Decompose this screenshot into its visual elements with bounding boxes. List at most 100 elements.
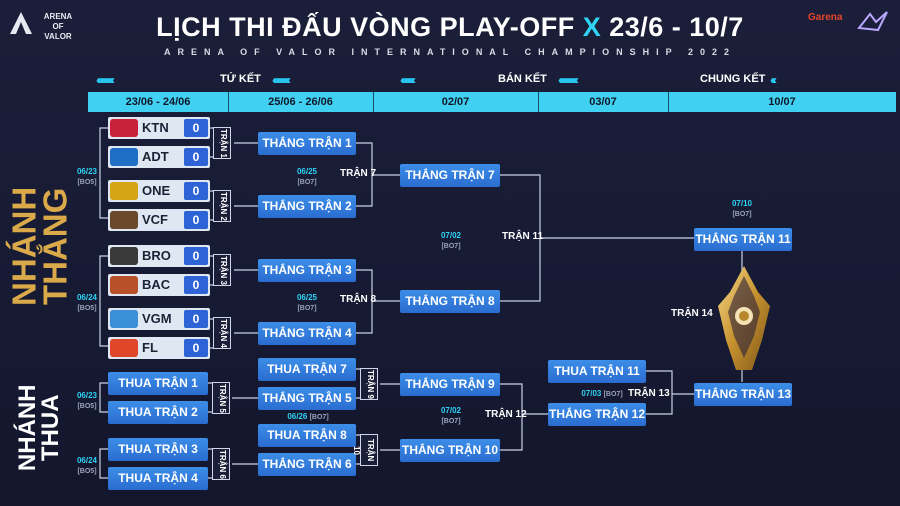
title-dates: 23/6 - 10/7 [609, 12, 744, 42]
match-label-12: TRẬN 12 [485, 409, 527, 420]
schedule-date: 06/23 [76, 167, 98, 176]
team-score: 0 [184, 211, 208, 229]
schedule-date: 07/10 [731, 199, 753, 208]
schedule-date: 06/25 [296, 167, 318, 176]
team-slot: ADT 0 [108, 146, 210, 168]
schedule-date: 07/03 [581, 389, 602, 398]
trophy-icon [714, 262, 774, 374]
match-label-9: TRẬN 9 [360, 368, 378, 400]
match-label-7: TRẬN 7 [340, 168, 377, 179]
box-loser-match-8: THUA TRẬN 8 [258, 424, 356, 447]
schedule-bo: [BO7] [297, 179, 317, 186]
schedule-date: 06/24 [76, 456, 98, 465]
box-winner-match-5: THẮNG TRẬN 5 [258, 387, 356, 410]
date-cell: 25/06 - 26/06 [228, 92, 374, 112]
schedule-bo: [BO7] [441, 243, 461, 250]
team-name: VCF [142, 212, 168, 227]
box-winner-match-9: THẮNG TRẬN 9 [400, 373, 500, 396]
team-logo-icon [110, 182, 138, 200]
chevron-decor-icon: ‹‹‹‹‹‹‹‹‹‹‹‹‹‹‹‹ [272, 73, 291, 87]
schedule-0702-upper: 07/02 [BO7] [438, 230, 464, 252]
schedule-bo: [BO7] [309, 414, 329, 421]
team-logo-icon [110, 276, 138, 294]
schedule-bo: [BO7] [297, 305, 317, 312]
team-slot: VCF 0 [108, 209, 210, 231]
schedule-0623-upper: 06/23 [BO5] [74, 166, 100, 188]
team-score: 0 [184, 310, 208, 328]
schedule-0626: 06/26 [BO7] [282, 411, 334, 423]
date-cell: 23/06 - 24/06 [88, 92, 229, 112]
page-subtitle: ARENA OF VALOR INTERNATIONAL CHAMPIONSHI… [163, 47, 737, 57]
schedule-date: 06/24 [76, 293, 98, 302]
match-label-13: TRẬN 13 [628, 388, 670, 399]
team-score: 0 [184, 247, 208, 265]
schedule-bo: [BO5] [77, 305, 97, 312]
chevron-decor-icon: ‹‹‹‹‹‹‹‹‹‹‹‹‹‹‹‹ [96, 73, 115, 87]
match-label-4: TRẬN 4 [213, 317, 231, 349]
match-label-14: TRẬN 14 [671, 308, 713, 319]
team-score: 0 [184, 119, 208, 137]
date-bar: 23/06 - 24/06 25/06 - 26/06 02/07 03/07 … [88, 92, 896, 112]
schedule-0624-lower: 06/24 [BO5] [74, 455, 100, 477]
match-label-1: TRẬN 1 [213, 127, 231, 159]
match-label-5: TRẬN 5 [212, 382, 230, 414]
box-winner-match-3: THẮNG TRẬN 3 [258, 259, 356, 282]
team-logo-icon [110, 119, 138, 137]
box-winner-match-11: THẮNG TRẬN 11 [694, 228, 792, 251]
team-slot: BRO 0 [108, 245, 210, 267]
schedule-bo: [BO5] [77, 468, 97, 475]
match-label-3: TRẬN 3 [213, 254, 231, 286]
team-score: 0 [184, 276, 208, 294]
schedule-date: 07/02 [440, 231, 462, 240]
team-score: 0 [184, 148, 208, 166]
schedule-0624-upper: 06/24 [BO5] [74, 292, 100, 314]
garena-logo: Garena [808, 12, 843, 23]
date-cell: 10/07 [768, 96, 796, 108]
match-label-10: TRẬN 10 [352, 434, 378, 466]
match-label-2: TRẬN 2 [213, 190, 231, 222]
team-logo-icon [110, 310, 138, 328]
box-loser-match-7: THUA TRẬN 7 [258, 358, 356, 381]
stage-label-final: CHUNG KẾT [700, 73, 766, 85]
team-name: BRO [142, 248, 171, 263]
match-label-8: TRẬN 8 [340, 294, 377, 305]
schedule-0625-b: 06/25 [BO7] [294, 292, 320, 314]
aic-logo [8, 10, 34, 36]
box-winner-match-4: THẮNG TRẬN 4 [258, 322, 356, 345]
team-logo-icon [110, 339, 138, 357]
match-label-11: TRẬN 11 [502, 231, 544, 242]
title-main: LỊCH THI ĐẤU VÒNG PLAY-OFF [156, 12, 575, 42]
schedule-bo: [BO7] [603, 391, 623, 398]
schedule-date: 07/02 [440, 406, 462, 415]
schedule-0625-a: 06/25 [BO7] [294, 166, 320, 188]
schedule-date: 06/26 [287, 412, 308, 421]
box-loser-match-3: THUA TRẬN 3 [108, 438, 208, 461]
title-x: X [582, 12, 602, 42]
team-name: ADT [142, 149, 169, 164]
date-cell: 02/07 [373, 92, 539, 112]
box-loser-match-1: THUA TRẬN 1 [108, 372, 208, 395]
box-winner-match-7: THẮNG TRẬN 7 [400, 164, 500, 187]
team-logo-icon [110, 247, 138, 265]
team-logo-icon [110, 148, 138, 166]
partner-logo-icon [856, 8, 890, 34]
box-winner-match-6: THẮNG TRẬN 6 [258, 453, 356, 476]
box-winner-match-10: THẮNG TRẬN 10 [400, 439, 500, 462]
schedule-date: 06/25 [296, 293, 318, 302]
schedule-bo: [BO5] [77, 179, 97, 186]
box-loser-match-11: THUA TRẬN 11 [548, 360, 646, 383]
chevron-decor-icon: ‹‹‹‹ [770, 73, 777, 87]
arena-of-valor-logo: ARENA OF VALOR [43, 12, 73, 41]
team-score: 0 [184, 339, 208, 357]
schedule-bo: [BO5] [77, 403, 97, 410]
schedule-date: 06/23 [76, 391, 98, 400]
team-logo-icon [110, 211, 138, 229]
chevron-decor-icon: ‹‹‹‹‹‹‹‹‹‹‹‹‹ [400, 73, 416, 87]
box-winner-match-12: THẮNG TRẬN 12 [548, 403, 646, 426]
box-winner-match-13: THẮNG TRẬN 13 [694, 383, 792, 406]
page-title: LỊCH THI ĐẤU VÒNG PLAY-OFF X 23/6 - 10/7 [0, 12, 900, 43]
box-loser-match-4: THUA TRẬN 4 [108, 467, 208, 490]
